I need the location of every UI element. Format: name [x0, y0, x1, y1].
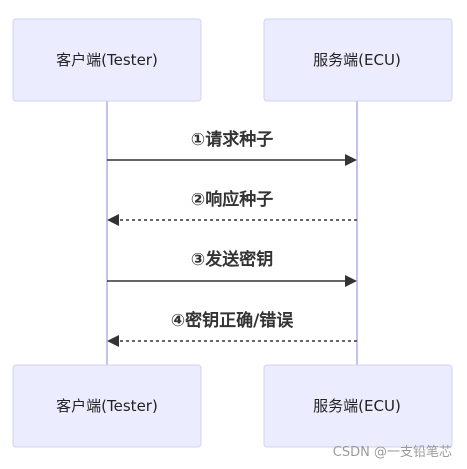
message-respond-seed: ②响应种子	[107, 189, 357, 226]
message-key-result-arrowhead	[107, 335, 119, 347]
message-send-key: ③发送密钥	[107, 249, 357, 287]
message-request-seed-arrowhead	[345, 154, 357, 166]
message-key-result: ④密钥正确/错误	[107, 310, 357, 347]
participant-ecu-bottom-label: 服务端(ECU)	[313, 397, 401, 415]
message-key-result-label: ④密钥正确/错误	[171, 310, 295, 331]
message-respond-seed-label: ②响应种子	[191, 189, 273, 210]
message-respond-seed-arrowhead	[107, 214, 119, 226]
message-send-key-label: ③发送密钥	[191, 249, 273, 270]
message-send-key-arrowhead	[345, 275, 357, 287]
watermark: CSDN @一支铅笔芯	[333, 444, 452, 460]
participant-ecu-top-label: 服务端(ECU)	[313, 51, 401, 69]
participant-tester-top: 客户端(Tester)	[12, 18, 202, 102]
participant-tester-bottom-label: 客户端(Tester)	[56, 397, 158, 415]
message-request-seed-label: ①请求种子	[191, 129, 273, 150]
message-request-seed: ①请求种子	[107, 129, 357, 166]
participant-ecu-top: 服务端(ECU)	[263, 18, 453, 102]
participant-tester-top-label: 客户端(Tester)	[56, 51, 158, 69]
participant-ecu-bottom: 服务端(ECU)	[263, 364, 453, 448]
participant-tester-bottom: 客户端(Tester)	[12, 364, 202, 448]
